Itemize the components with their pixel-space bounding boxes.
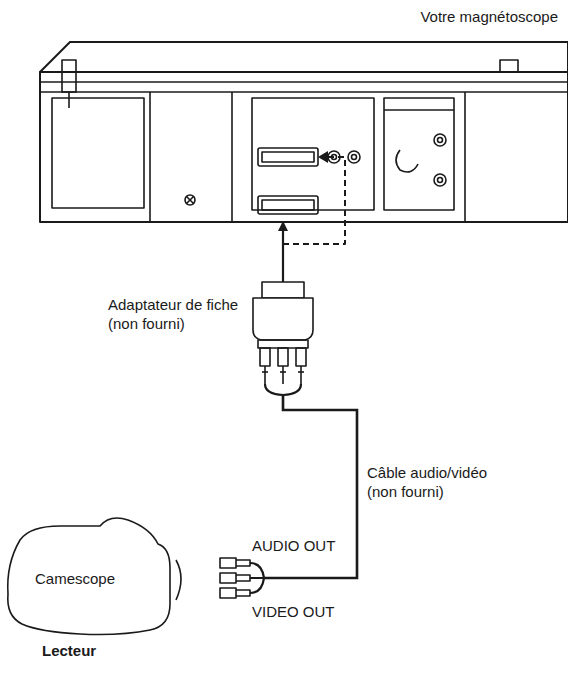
vcr-drawing	[40, 42, 568, 222]
node-label: Camescope	[35, 570, 115, 589]
camcorder: Camescope	[5, 520, 264, 630]
jack-label: AUDIO OUT	[250, 537, 337, 556]
cable-label: Câble audio/vidéo (non fourni)	[365, 464, 519, 502]
vcr-unit: Votre magnétoscope	[40, 8, 568, 222]
node-label: Votre magnétoscope	[420, 8, 558, 27]
connection-arrow	[282, 222, 284, 282]
alternate-connection	[283, 151, 345, 244]
scart-adapter: Adaptateur de fiche (non fourni)	[253, 282, 313, 395]
scart-adapter-drawing	[253, 282, 313, 395]
camcorder-drawing	[8, 518, 264, 635]
device-role-label: Lecteur	[40, 642, 98, 661]
jack-label: VIDEO OUT	[250, 603, 337, 622]
node-label: Adaptateur de fiche (non fourni)	[108, 296, 243, 334]
